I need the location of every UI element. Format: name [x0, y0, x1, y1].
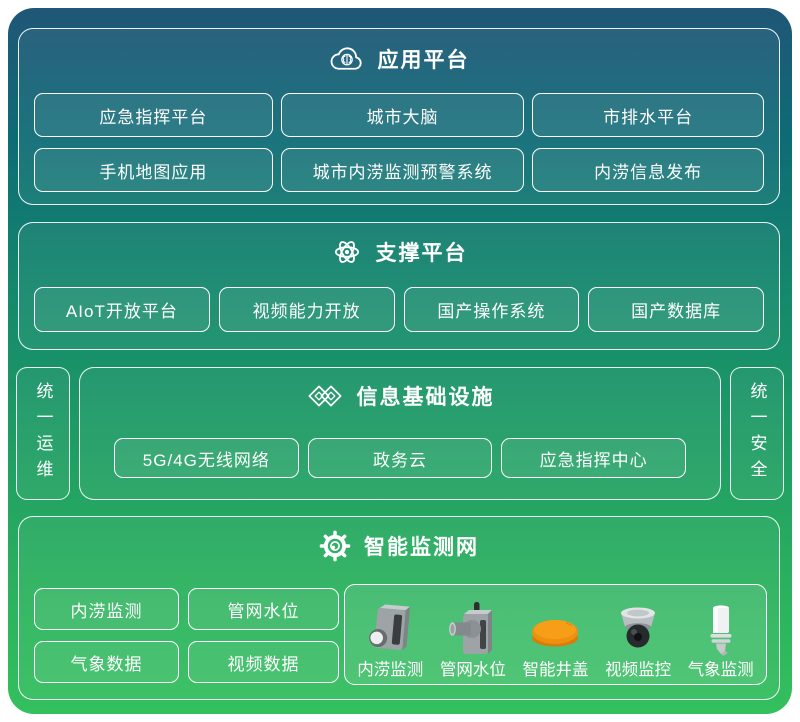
chip-aiot-open-platform: AIoT开放平台 — [34, 287, 210, 332]
chip-emergency-command-center: 应急指挥中心 — [501, 438, 686, 478]
linked-diamonds-icon — [306, 383, 344, 409]
gear-icon — [319, 530, 351, 562]
device-flood-sensor: 内涝监测 — [357, 590, 423, 681]
infrastructure-buttons-grid: 5G/4G无线网络 政务云 应急指挥中心 — [114, 438, 686, 478]
chip-pipe-network-level: 管网水位 — [188, 588, 339, 630]
section-title: 信息基础设施 — [356, 386, 495, 409]
support-buttons-grid: AIoT开放平台 视频能力开放 国产操作系统 国产数据库 — [34, 287, 764, 332]
application-platform-header: 应用平台 — [19, 44, 779, 74]
application-buttons-grid: 应急指挥平台 城市大脑 市排水平台 手机地图应用 城市内涝监测预警系统 内涝信息… — [34, 93, 764, 192]
smart-manhole-icon — [526, 599, 584, 659]
chip-video-data: 视频数据 — [188, 641, 339, 683]
atom-icon — [331, 236, 363, 268]
unified-security-sidebar: 统一安全 — [730, 367, 784, 500]
chip-mobile-map-app: 手机地图应用 — [34, 148, 273, 192]
application-platform-section: 应用平台 应急指挥平台 城市大脑 市排水平台 手机地图应用 城市内涝监测预警系统… — [18, 28, 780, 205]
device-label: 管网水位 — [439, 661, 506, 679]
section-title: 支撑平台 — [375, 242, 468, 265]
information-infrastructure-section: 信息基础设施 5G/4G无线网络 政务云 应急指挥中心 — [79, 367, 721, 500]
section-title: 智能监测网 — [364, 536, 479, 559]
device-label: 智能井盖 — [522, 661, 589, 679]
chip-city-brain: 城市大脑 — [280, 93, 525, 137]
device-dome-camera: 视频监控 — [605, 590, 671, 681]
chip-5g-4g-wireless-network: 5G/4G无线网络 — [114, 438, 299, 478]
dome-camera-icon — [609, 599, 667, 659]
chip-city-drainage-platform: 市排水平台 — [532, 93, 764, 137]
cloud-ai-icon — [329, 45, 365, 73]
monitoring-data-buttons-grid: 内涝监测 管网水位 气象数据 视频数据 — [34, 588, 339, 683]
weather-sensor-icon — [692, 599, 750, 659]
chip-waterlogging-warning-system: 城市内涝监测预警系统 — [280, 148, 525, 192]
sensor-devices-panel: 内涝监测 管网水位 — [344, 584, 767, 685]
smart-monitoring-header: 智能监测网 — [19, 530, 779, 562]
device-smart-manhole: 智能井盖 — [522, 590, 588, 681]
device-label: 内涝监测 — [357, 661, 424, 679]
information-infrastructure-header: 信息基础设施 — [80, 381, 720, 411]
chip-video-capability-open: 视频能力开放 — [218, 287, 395, 332]
chip-government-cloud: 政务云 — [307, 438, 493, 478]
support-platform-header: 支撑平台 — [19, 236, 779, 268]
flood-sensor-icon — [361, 599, 419, 659]
device-label: 视频监控 — [605, 661, 672, 679]
chip-waterlogging-monitoring: 内涝监测 — [34, 588, 180, 630]
architecture-diagram-container: 应用平台 应急指挥平台 城市大脑 市排水平台 手机地图应用 城市内涝监测预警系统… — [8, 8, 792, 714]
device-weather-sensor: 气象监测 — [688, 590, 754, 681]
unified-operations-sidebar: 统一运维 — [16, 367, 70, 500]
chip-domestic-os: 国产操作系统 — [403, 287, 580, 332]
section-title: 应用平台 — [377, 49, 470, 72]
chip-weather-data: 气象数据 — [34, 641, 180, 683]
sidebar-label: 统一安全 — [747, 381, 767, 486]
chip-domestic-database: 国产数据库 — [588, 287, 764, 332]
device-pipe-level-sensor: 管网水位 — [440, 590, 506, 681]
smart-monitoring-network-section: 智能监测网 内涝监测 管网水位 气象数据 视频数据 — [18, 516, 780, 700]
pipe-level-sensor-icon — [444, 599, 502, 659]
chip-waterlogging-info-release: 内涝信息发布 — [532, 148, 764, 192]
sidebar-label: 统一运维 — [33, 381, 53, 486]
support-platform-section: 支撑平台 AIoT开放平台 视频能力开放 国产操作系统 国产数据库 — [18, 222, 780, 350]
device-label: 气象监测 — [687, 661, 754, 679]
chip-emergency-command-platform: 应急指挥平台 — [34, 93, 273, 137]
